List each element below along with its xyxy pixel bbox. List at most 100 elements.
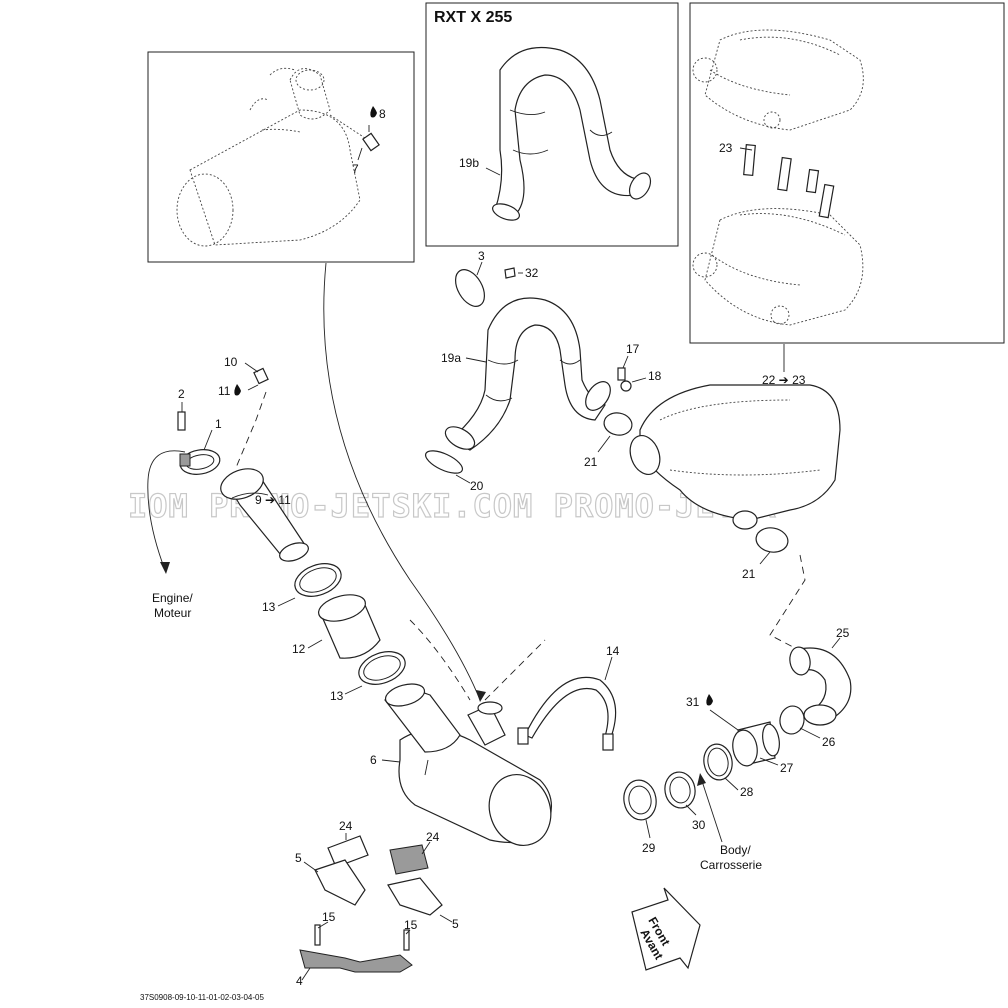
clamp-13-upper [294,563,342,597]
leader-29 [645,819,651,839]
leader-inset-to-muffler [323,262,481,701]
footer-code: 37S0908-09-10-11-01-02-03-04-05 [140,993,264,1002]
hose-19a [444,297,611,451]
oil-drop-icon [706,694,713,706]
muffler-6 [384,683,552,846]
label-20: 20 [470,479,484,493]
label-21b: 21 [742,567,756,581]
label-7: 7 [352,162,359,176]
hose-19b [492,46,652,221]
label-11: 11 [218,384,231,398]
label-18: 18 [648,369,662,383]
gasket-24-left [327,835,369,868]
bolt-15-right [403,929,410,951]
label-8: 8 [379,107,386,121]
leader-19a [465,357,487,363]
washer-18 [620,380,632,392]
label-14: 14 [606,644,620,658]
drain-plug [362,132,380,152]
clamp-21-upper [603,412,633,436]
exhaust-pipe-9 [220,468,309,562]
inset-resonator-top [692,29,864,131]
leader-10 [244,362,259,373]
leader-5a [303,861,319,873]
label-13a: 13 [262,600,276,614]
bracket-5-right [387,877,443,916]
ring-30 [664,771,696,809]
gasket-24-right [389,844,429,875]
dashed-leader-25 [769,554,806,649]
leader-25 [831,637,841,649]
fitting-10 [253,367,269,385]
label-15b: 15 [404,918,418,932]
label-25: 25 [836,626,850,640]
clamp-26 [779,705,805,735]
rubber-strips-23 [743,144,835,219]
leader-19b [485,167,501,176]
label-5a: 5 [295,851,302,865]
leader-17 [622,355,629,369]
moteur-label: Moteur [154,606,191,620]
label-12: 12 [292,642,306,656]
label-32: 32 [525,266,539,280]
leader-5b [439,914,453,923]
label-24a: 24 [339,819,353,833]
label-26: 26 [822,735,836,749]
leader-26 [799,727,821,739]
dashed-leader-inlet [484,639,546,701]
label-2: 2 [178,387,185,401]
clamp-21-lower [755,527,789,553]
inset-box-muffler [147,51,415,263]
leader-12 [307,639,323,649]
leader-4 [301,967,311,981]
leader-6 [381,759,401,763]
label-22-23: 22 ➔ 23 [762,373,806,387]
inset-box-rxt [425,2,679,247]
bolt-15-left [314,924,321,946]
dashed-leader-muffler [409,619,471,701]
leader-18 [631,377,647,383]
leader-31 [709,709,739,731]
label-10: 10 [224,355,238,369]
outlet-27 [732,721,780,767]
label-29: 29 [642,841,656,855]
label-30: 30 [692,818,706,832]
leader-30 [685,804,697,816]
carrosserie-label: Carrosserie [700,858,762,872]
inset-box-resonator [689,2,1005,344]
arrowhead [160,562,170,574]
leader-body [699,774,723,843]
front-arrow-icon: Front Avant [631,887,701,971]
label-13b: 13 [330,689,344,703]
label-19b: 19b [459,156,479,170]
label-15a: 15 [322,910,336,924]
leader-20 [455,474,471,484]
coupling-12 [318,594,381,659]
leader-13a [277,597,296,607]
label-3: 3 [478,249,485,263]
label-17: 17 [626,342,640,356]
leader-11 [247,384,259,391]
inset-title: RXT X 255 [434,9,512,26]
leader-14 [604,656,613,681]
leader-21a [597,435,611,453]
label-9-11: 9 ➔ 11 [255,493,291,507]
leader-3 [476,261,483,276]
label-27: 27 [780,761,794,775]
arrowhead [476,690,486,702]
label-1: 1 [215,417,222,431]
fitting-32 [504,267,516,279]
leader-engine [147,450,186,571]
inset-muffler-drawing [176,67,366,247]
flange-29 [623,779,657,821]
clamp-3 [454,269,486,307]
strap-14 [517,676,617,751]
elbow-25 [789,646,852,726]
label-28: 28 [740,785,754,799]
leader-27 [759,757,779,766]
label-19a: 19a [441,351,461,365]
leader-23 [739,147,753,151]
screw-17 [617,367,626,381]
